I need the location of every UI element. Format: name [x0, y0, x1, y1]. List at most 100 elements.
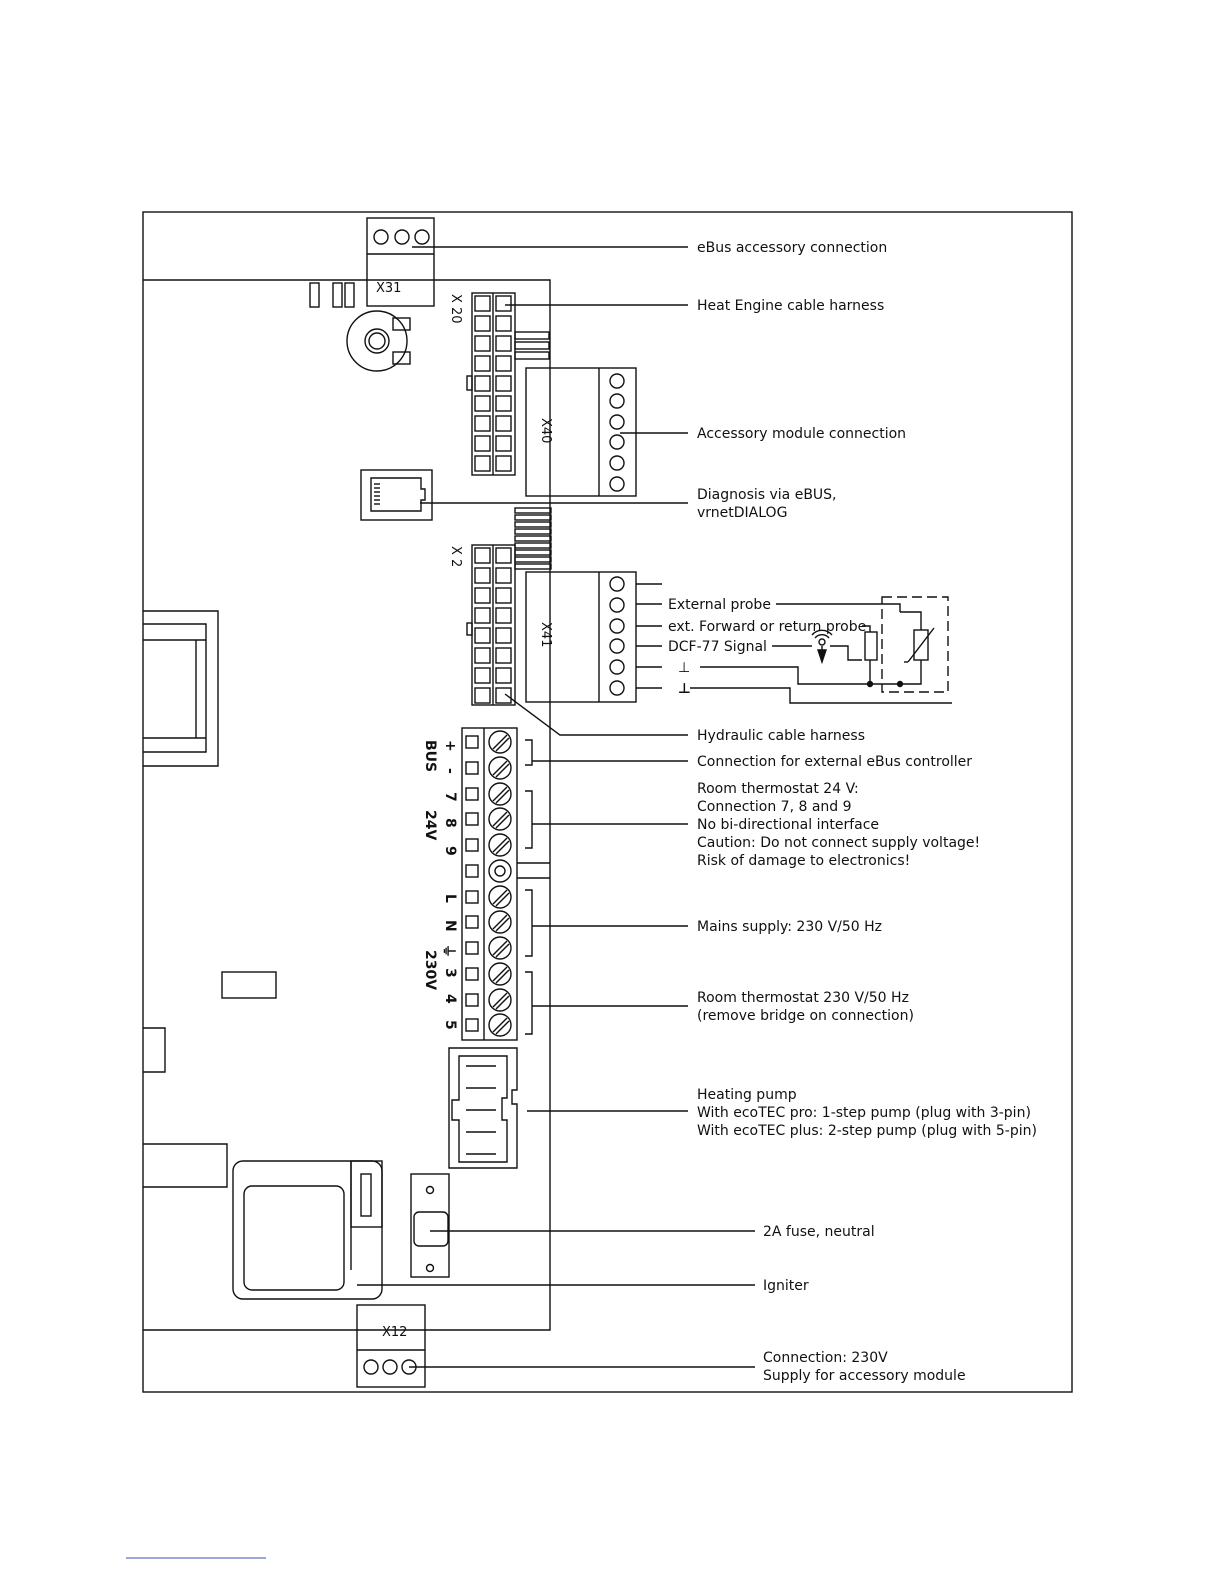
ribbon-pin — [514, 535, 552, 542]
terminal-square — [465, 993, 479, 1007]
terminal-n-label: N — [442, 920, 458, 932]
ribbon-pin — [514, 549, 552, 556]
ribbon-pin — [514, 556, 552, 563]
mains-supply-label: Mains supply: 230 V/50 Hz — [697, 919, 882, 935]
terminal-strip — [461, 727, 518, 1041]
x20-pin — [474, 315, 491, 332]
terminal-screw-slot — [495, 995, 510, 1010]
x2-pin — [495, 567, 512, 584]
terminal-screw — [488, 988, 512, 1012]
igniter — [232, 1160, 383, 1300]
terminal-screw-slot — [495, 943, 510, 958]
terminal-screw-slot — [495, 969, 510, 984]
x12-connector — [356, 1304, 426, 1388]
x40-terminal — [609, 373, 625, 389]
terminal-screw-slot — [492, 734, 508, 750]
room-thermostat-24-line1: Room thermostat 24 V: — [697, 781, 859, 797]
diagnosis-label-line1: Diagnosis via eBUS, — [697, 487, 837, 503]
terminal-screw-slot — [492, 914, 508, 930]
terminal-screw-slot — [495, 892, 510, 907]
terminal-5-label: 5 — [442, 1020, 458, 1030]
terminal-screw-slot — [495, 789, 510, 804]
room-thermostat-24-line4: Caution: Do not connect supply voltage! — [697, 835, 980, 851]
connection-230v-line1: Connection: 230V — [763, 1350, 888, 1366]
x20-connector — [466, 292, 516, 476]
x2-pin — [495, 647, 512, 664]
room-thermostat-24-line3: No bi-directional interface — [697, 817, 879, 833]
leader-lines — [357, 246, 755, 1368]
terminal-screw — [488, 756, 512, 780]
x2-pin — [495, 667, 512, 684]
terminal-screw — [488, 962, 512, 986]
terminal-screw — [488, 782, 512, 806]
x12-label: X12 — [382, 1325, 407, 1340]
terminal-screw-slot — [492, 811, 508, 827]
x20-pin — [474, 435, 491, 452]
ribbon-pin — [514, 521, 552, 528]
terminal-8-label: 8 — [442, 818, 458, 828]
x41-wiring — [636, 583, 952, 704]
x2-pin — [495, 547, 512, 564]
x20-pin — [474, 335, 491, 352]
x2-pin — [495, 607, 512, 624]
terminal-square — [465, 735, 479, 749]
terminal-screw — [488, 885, 512, 909]
terminal-screw-slot — [495, 917, 510, 932]
terminal-screw-slot — [492, 940, 508, 956]
pcb-pin — [332, 282, 343, 308]
terminal-screw — [488, 807, 512, 831]
x20-pin — [474, 375, 491, 392]
230v-label: 230V — [422, 950, 438, 990]
terminal-screw-slot — [495, 814, 510, 829]
ribbon-pin — [514, 514, 552, 521]
x20-pin — [495, 455, 512, 472]
x2-pins — [474, 547, 512, 704]
ribbon-pin — [514, 542, 552, 549]
terminal-screws — [465, 730, 512, 1037]
24v-label: 24V — [422, 810, 438, 840]
terminal-screw-slot — [492, 760, 508, 776]
terminal-screw — [488, 1013, 512, 1037]
x41-module — [525, 571, 637, 703]
pcb-pin — [344, 282, 355, 308]
x2-pin — [474, 667, 491, 684]
terminal-screw-slot — [495, 763, 510, 778]
x20-pin — [474, 455, 491, 472]
x40-terminal — [609, 393, 625, 409]
diagnosis-label-line2: vrnetDIALOG — [697, 505, 787, 521]
x2-pin — [495, 687, 512, 704]
heating-pump-line3: With ecoTEC plus: 2-step pump (plug with… — [697, 1123, 1037, 1139]
pcb-component — [143, 1027, 166, 1073]
diagnosis-socket — [360, 469, 433, 521]
terminal-square — [465, 812, 479, 826]
terminal-screw-slot — [492, 786, 508, 802]
ebus-accessory-label: eBus accessory connection — [697, 240, 887, 256]
terminal-square — [465, 838, 479, 852]
potentiometer — [346, 310, 411, 372]
accessory-module-label: Accessory module connection — [697, 426, 906, 442]
terminal-screw-slot — [492, 1017, 508, 1033]
x40-terminal — [609, 476, 625, 492]
terminal-plus-label: + — [442, 740, 458, 752]
x2-pin — [474, 647, 491, 664]
terminal-screw — [488, 910, 512, 934]
x20-pin — [495, 395, 512, 412]
room-thermostat-24-line2: Connection 7, 8 and 9 — [697, 799, 852, 815]
terminal-screw-slot — [492, 837, 508, 853]
terminal-7-label: 7 — [442, 792, 458, 802]
diagram-frame — [142, 211, 1073, 1393]
terminal-screw-slot — [492, 966, 508, 982]
x41-label: X41 — [538, 622, 553, 647]
external-probe-label: External probe — [668, 597, 771, 613]
x2-pin — [495, 627, 512, 644]
terminal-minus-label: - — [442, 768, 458, 774]
terminal-brackets — [517, 739, 550, 1035]
x20-side-pins — [514, 331, 550, 360]
x20-pin — [474, 415, 491, 432]
forward-return-probe-label: ext. Forward or return probe — [668, 619, 866, 635]
ribbon-pin — [514, 563, 552, 570]
pump-connector — [448, 1047, 518, 1169]
junction-dots — [866, 680, 904, 688]
left-bracket-component — [143, 610, 219, 767]
